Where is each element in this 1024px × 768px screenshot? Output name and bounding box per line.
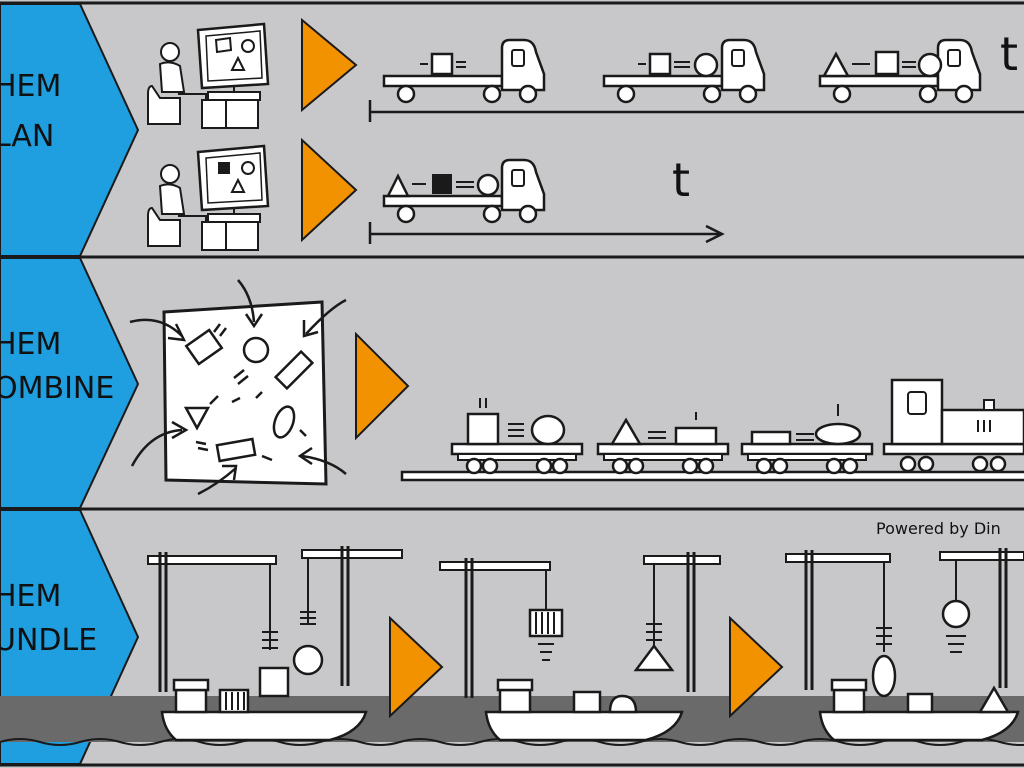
railcar-3 <box>740 404 874 475</box>
railcar-1 <box>450 398 584 475</box>
combine-label-line2: OMBINE <box>0 371 114 406</box>
plan-arrow-bottom <box>301 137 358 243</box>
combine-arrow <box>355 331 410 441</box>
bundle-label-line2: UNDLE <box>0 623 97 658</box>
combine-chevron: HEM OMBINE <box>0 257 140 509</box>
planner-worker-bottom <box>146 144 270 252</box>
combine-board <box>129 279 347 496</box>
ship-3 <box>818 678 1020 742</box>
combine-row-background <box>0 258 1024 508</box>
bundle-label-line1: HEM <box>0 579 61 614</box>
truck-3 <box>818 38 982 104</box>
truck-combined <box>382 158 546 224</box>
crane-group-3 <box>785 546 1024 698</box>
plan-arrow-top <box>301 17 358 113</box>
bundle-arrow-1 <box>389 615 444 719</box>
combine-label-line1: HEM <box>0 327 61 362</box>
planner-worker-top <box>146 22 270 130</box>
truck-1 <box>382 38 546 104</box>
time-label-top: t <box>1000 27 1018 81</box>
ship-1 <box>160 678 368 742</box>
crane-group-1 <box>147 544 403 698</box>
plan-label-line2: LAN <box>0 119 54 154</box>
ship-2 <box>484 678 684 742</box>
rail-track <box>400 470 1024 482</box>
truck-2 <box>602 38 766 104</box>
credit-text: Powered by Din <box>876 519 1001 538</box>
plan-label-line1: HEM <box>0 69 61 104</box>
bundle-arrow-2 <box>729 615 784 719</box>
plan-chevron: HEM LAN <box>0 3 140 257</box>
locomotive <box>882 378 1024 473</box>
railcar-2 <box>596 412 730 475</box>
crane-group-2 <box>439 550 721 700</box>
time-label-bottom: t <box>672 153 690 207</box>
